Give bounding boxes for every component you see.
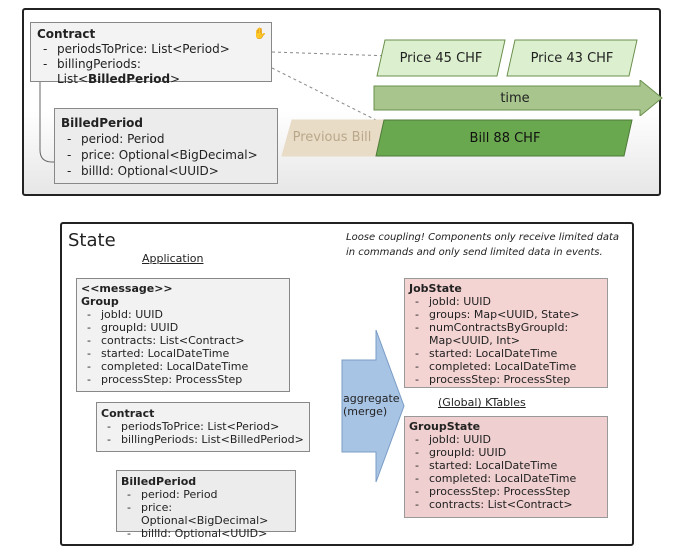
cursor-icon: ✋ (253, 27, 267, 40)
bill-label: Bill 88 CHF (469, 130, 541, 146)
group-field: started: LocalDateTime (81, 347, 285, 360)
job-state-field: started: LocalDateTime (409, 347, 603, 360)
message-stereotype: <<message>> (81, 282, 173, 295)
billed-period-field-bottom: price: Optional<BigDecimal> (121, 501, 291, 527)
job-state-field: completed: LocalDateTime (409, 360, 603, 373)
contract-title-bottom: Contract (101, 407, 155, 420)
billed-period-class-box: BilledPeriod period: Period price: Optio… (54, 108, 278, 184)
group-state-field: processStep: ProcessStep (409, 485, 603, 498)
contract-field-bottom: periodsToPrice: List<Period> (101, 420, 305, 433)
billed-period-field-bottom: billId: Optional<UUID> (121, 527, 291, 540)
bill-shapes (281, 119, 633, 157)
billed-period-field-bottom: period: Period (121, 488, 291, 501)
billed-period-field: period: Period (61, 131, 271, 147)
job-state-field: processStep: ProcessStep (409, 373, 603, 386)
group-state-title: GroupState (409, 420, 481, 433)
job-state-field: jobId: UUID (409, 295, 603, 308)
job-state-title: JobState (409, 282, 462, 295)
group-title: Group (81, 295, 119, 308)
aggregate-label: aggregate (merge) (343, 392, 400, 418)
price-shapes (376, 39, 638, 77)
billed-period-box-bottom: BilledPeriod period: Period price: Optio… (116, 470, 296, 540)
group-field: groupId: UUID (81, 321, 285, 334)
contract-title: Contract (37, 27, 96, 41)
billed-period-title: BilledPeriod (61, 116, 144, 130)
price-label-2: Price 43 CHF (530, 50, 614, 66)
group-state-field: groupId: UUID (409, 446, 603, 459)
previous-bill-label: Previous Bill (292, 130, 372, 145)
job-state-field: groups: Map<UUID, State> (409, 308, 603, 321)
contract-field-bottom: billingPeriods: List<BilledPeriod> (101, 433, 305, 446)
job-state-field: numContractsByGroupId: Map<UUID, Int> (409, 321, 603, 347)
aggregate-arrow (341, 329, 405, 483)
time-label: time (500, 90, 530, 106)
billed-period-field: billId: Optional<UUID> (61, 163, 271, 179)
state-title: State (68, 230, 116, 251)
loose-coupling-note: Loose coupling! Components only receive … (346, 232, 619, 258)
ktables-label: (Global) KTables (438, 396, 526, 409)
contract-field: periodsToPrice: List<Period> (37, 42, 265, 57)
billed-period-field: price: Optional<BigDecimal> (61, 147, 271, 163)
contract-field: billingPeriods: List<BilledPeriod> (37, 57, 265, 87)
group-field: jobId: UUID (81, 308, 285, 321)
group-state-box: GroupState jobId: UUID groupId: UUID sta… (404, 416, 608, 518)
job-state-box: JobState jobId: UUID groups: Map<UUID, S… (404, 278, 608, 388)
group-field: processStep: ProcessStep (81, 373, 285, 386)
contract-box-bottom: Contract periodsToPrice: List<Period> bi… (96, 402, 310, 452)
group-field: completed: LocalDateTime (81, 360, 285, 373)
group-state-field: started: LocalDateTime (409, 459, 603, 472)
group-state-field: jobId: UUID (409, 433, 603, 446)
billed-period-title-bottom: BilledPeriod (121, 475, 197, 488)
price-label-1: Price 45 CHF (399, 50, 483, 66)
group-state-field: completed: LocalDateTime (409, 472, 603, 485)
application-label: Application (142, 252, 204, 265)
contract-class-box: Contract periodsToPrice: List<Period> bi… (30, 22, 272, 86)
group-state-field: contracts: List<Contract> (409, 498, 603, 511)
group-message-box: <<message>> Group jobId: UUID groupId: U… (76, 278, 290, 392)
time-arrow (373, 80, 663, 116)
group-field: contracts: List<Contract> (81, 334, 285, 347)
